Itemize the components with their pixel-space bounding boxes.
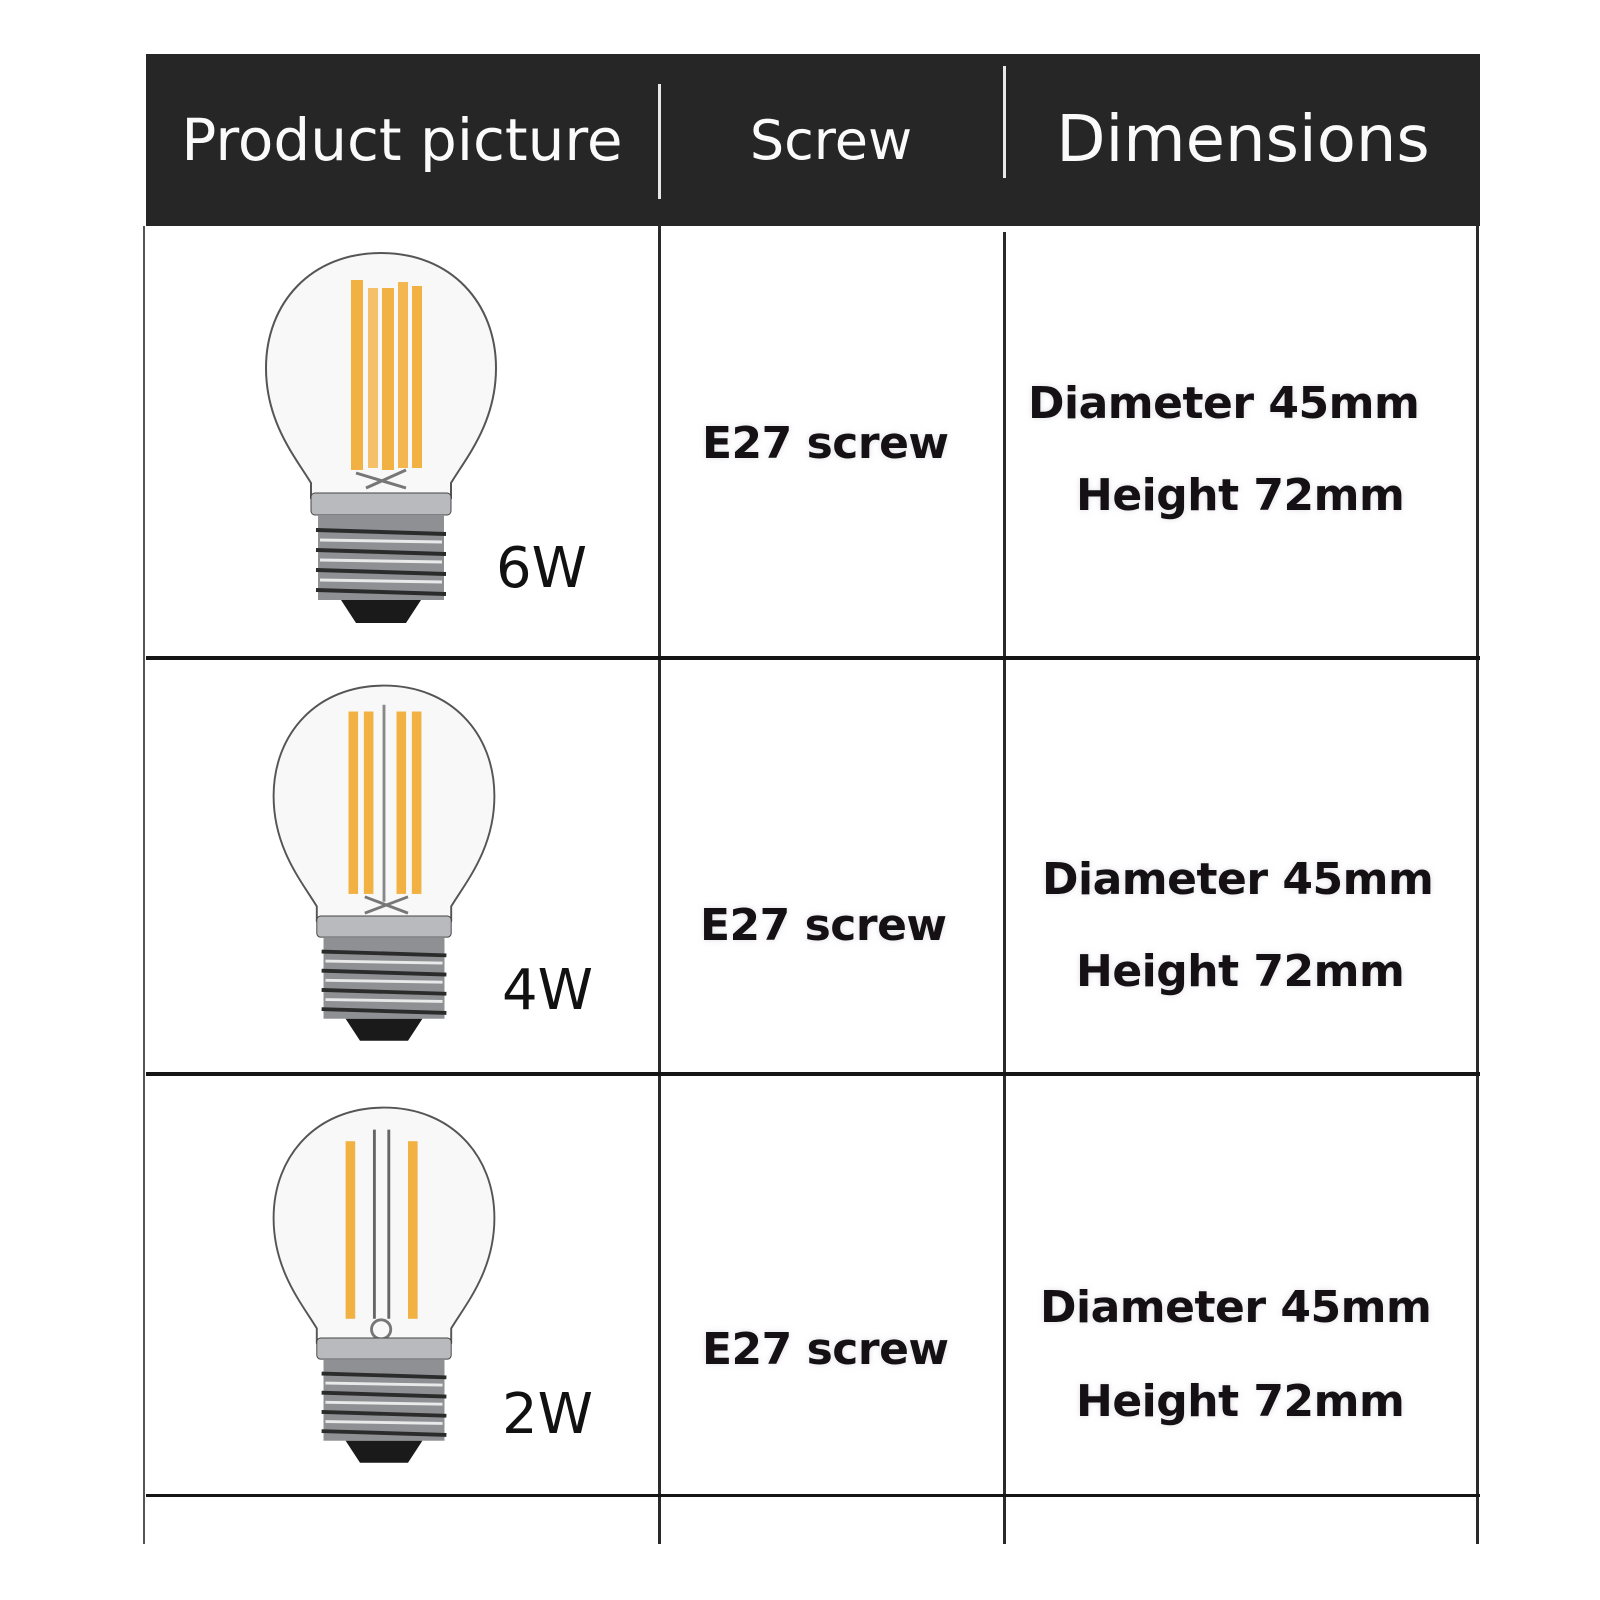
product-spec-table: Product picture Screw Dimensions 6W E27 …	[143, 54, 1480, 1544]
column-divider	[1003, 232, 1006, 1544]
height-value: Height 72mm	[1076, 1376, 1405, 1427]
diameter-value: Diameter 45mm	[1040, 1282, 1432, 1333]
row-divider	[146, 656, 1480, 660]
diameter-value: Diameter 45mm	[1042, 854, 1434, 905]
table-border-right	[1476, 226, 1479, 1544]
header-screw: Screw	[749, 108, 913, 172]
screw-type: E27 screw	[702, 1324, 949, 1375]
table-header: Product picture Screw Dimensions	[146, 54, 1480, 226]
table-row: 2W E27 screw Diameter 45mm Height 72mm	[146, 1076, 1480, 1494]
column-divider	[658, 226, 661, 1544]
bulb-4w-icon	[272, 684, 496, 1041]
table-border-left	[143, 226, 145, 1544]
header-dimensions: Dimensions	[1056, 103, 1430, 177]
table-border-bottom	[146, 1494, 1480, 1497]
wattage-label: 6W	[496, 536, 587, 601]
wattage-label: 4W	[502, 958, 593, 1023]
screw-type: E27 screw	[700, 900, 947, 951]
bulb-2w-icon	[272, 1106, 496, 1463]
bulb-6w-icon	[264, 251, 498, 623]
header-divider	[658, 84, 661, 199]
diameter-value: Diameter 45mm	[1028, 378, 1420, 429]
header-divider	[1003, 66, 1006, 178]
height-value: Height 72mm	[1076, 946, 1405, 997]
header-product-picture: Product picture	[181, 106, 623, 174]
screw-type: E27 screw	[702, 418, 949, 469]
table-row: 4W E27 screw Diameter 45mm Height 72mm	[146, 660, 1480, 1072]
wattage-label: 2W	[502, 1382, 593, 1447]
row-divider	[146, 1072, 1480, 1076]
table-row: 6W E27 screw Diameter 45mm Height 72mm	[146, 226, 1480, 656]
height-value: Height 72mm	[1076, 470, 1405, 521]
